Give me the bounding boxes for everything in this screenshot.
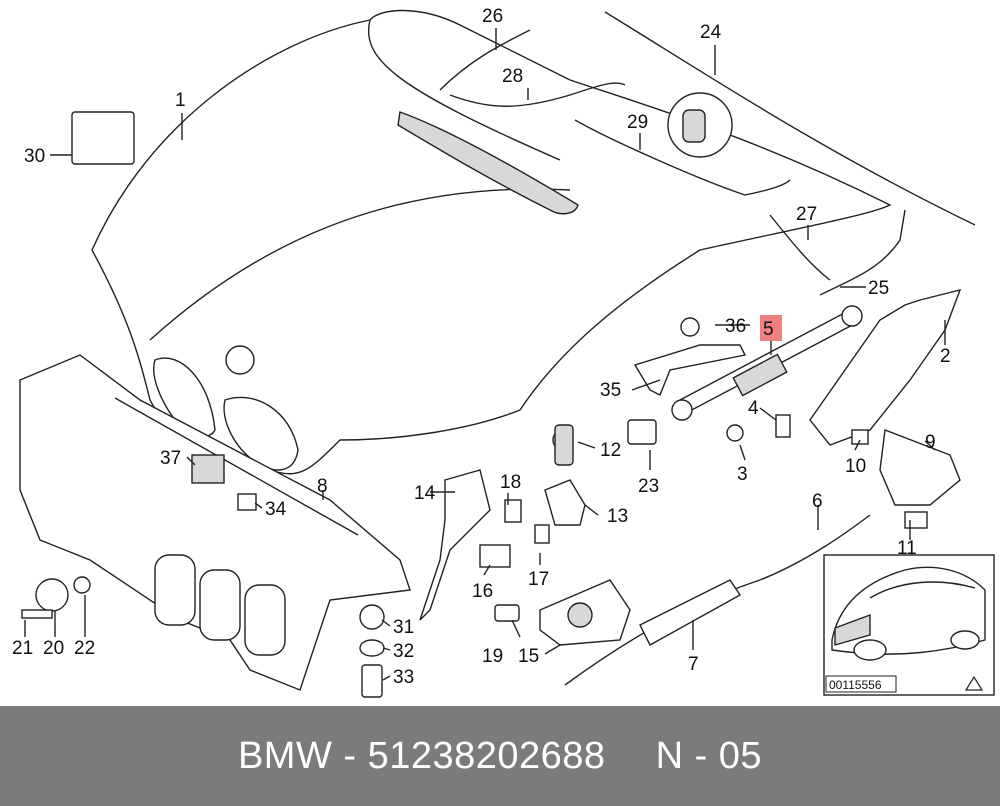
- callout-23: 23: [638, 476, 659, 497]
- callout-18: 18: [500, 472, 521, 493]
- callout-12: 12: [600, 440, 621, 461]
- seal-parts: [439, 11, 976, 296]
- callout-27: 27: [796, 204, 817, 225]
- vehicle-inset: 00115556: [823, 554, 995, 696]
- lock-parts: [114, 397, 871, 686]
- hinge-part: [809, 288, 962, 446]
- fastener-parts: [21, 111, 961, 698]
- callout-25: 25: [868, 278, 889, 299]
- callout-17: 17: [528, 569, 549, 590]
- callout-6: 6: [812, 491, 823, 512]
- callout-14: 14: [414, 483, 436, 504]
- callout-4: 4: [748, 398, 759, 419]
- callout-1: 1: [175, 90, 186, 111]
- callout-5: 5: [763, 319, 774, 340]
- callout-22: 22: [74, 638, 95, 659]
- callout-16: 16: [472, 581, 493, 602]
- callout-30: 30: [24, 146, 45, 167]
- parts-diagram: 1 2 3 4 5 6 7 8 9 10 11 12 13 14 15 16 1…: [12, 6, 995, 698]
- footer-part-number: 51238202688: [367, 734, 606, 777]
- footer-separator: -: [332, 734, 368, 777]
- callout-26: 26: [482, 6, 503, 27]
- callout-7: 7: [688, 654, 699, 675]
- callout-33: 33: [393, 667, 414, 688]
- callout-35: 35: [600, 380, 621, 401]
- callout-11: 11: [897, 538, 917, 559]
- callout-3: 3: [737, 464, 748, 485]
- inset-code: 00115556: [829, 678, 882, 692]
- callout-19: 19: [482, 646, 503, 667]
- gas-strut-part: [671, 305, 863, 421]
- callout-9: 9: [925, 432, 936, 453]
- callout-34: 34: [265, 499, 287, 520]
- part-number-footer: BMW - 51238202688 N - 05: [0, 706, 1000, 806]
- callout-32: 32: [393, 641, 414, 662]
- callout-8: 8: [317, 476, 328, 497]
- callout-28: 28: [502, 66, 523, 87]
- callout-10: 10: [845, 456, 866, 477]
- footer-n-code: N - 05: [655, 734, 763, 777]
- leader-lines: [24, 28, 946, 681]
- warning-triangle-icon: [964, 675, 984, 691]
- callout-15: 15: [518, 646, 539, 667]
- callouts: 1 2 3 4 5 6 7 8 9 10 11 12 13 14 15 16 1…: [12, 6, 951, 688]
- callout-36: 36: [725, 316, 746, 337]
- callout-2: 2: [940, 346, 951, 367]
- callout-13: 13: [607, 506, 628, 527]
- callout-37: 37: [160, 448, 181, 469]
- callout-21: 21: [12, 638, 33, 659]
- callout-29: 29: [627, 112, 648, 133]
- callout-20: 20: [43, 638, 64, 659]
- callout-5-highlight: [760, 315, 782, 341]
- hood-part: [91, 9, 892, 475]
- front-panel-part: [19, 354, 411, 691]
- callout-24: 24: [700, 22, 722, 43]
- callout-31: 31: [393, 617, 414, 638]
- footer-brand: BMW: [237, 734, 333, 777]
